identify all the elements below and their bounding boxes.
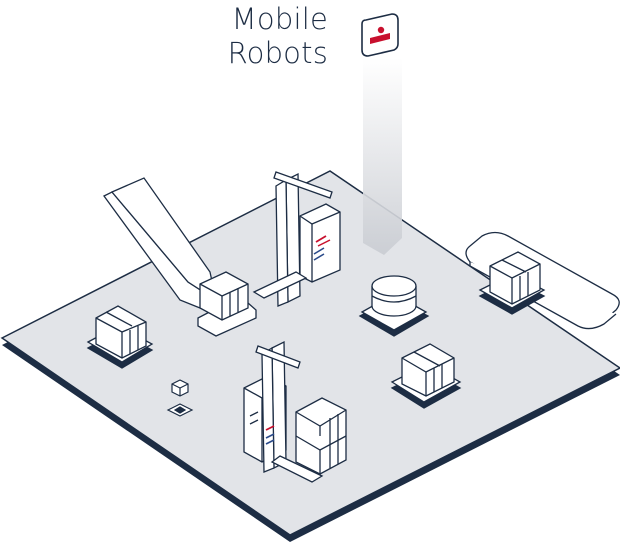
mobile-robot-icon <box>361 13 399 57</box>
title-line-1: Mobile <box>231 2 328 36</box>
small-package-marker <box>166 379 194 417</box>
robotic-arm-with-crate <box>103 177 257 337</box>
crate-robot-right <box>390 343 462 409</box>
title-line-2: Robots <box>227 36 328 70</box>
autonomous-forklift-rear <box>252 171 341 307</box>
autonomous-forklift-front <box>243 340 347 483</box>
crate-robot-left <box>86 305 154 369</box>
icon-light-beam <box>363 58 402 255</box>
cylindrical-load-robot <box>358 275 430 337</box>
page-title: Mobile Robots <box>228 2 328 70</box>
crate-robot-on-conveyor <box>478 251 546 315</box>
